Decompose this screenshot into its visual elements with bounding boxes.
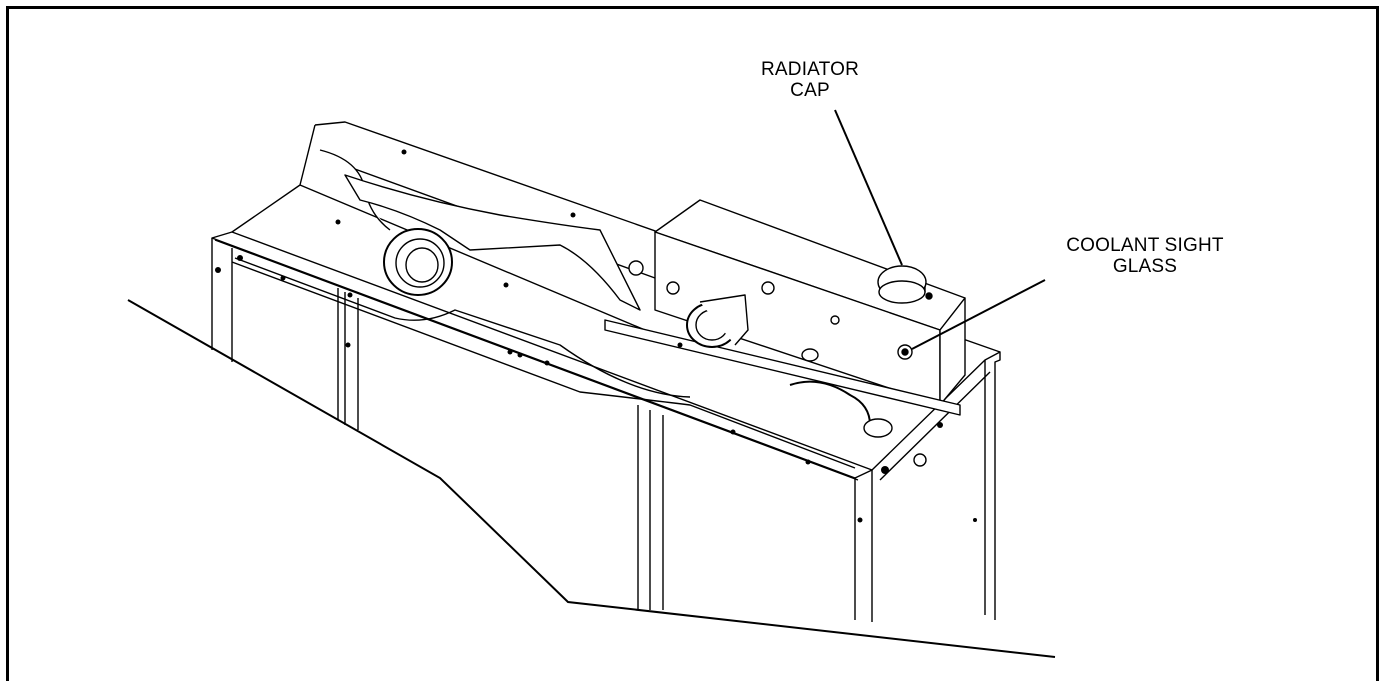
top-surface (231, 124, 316, 233)
figure-border (6, 6, 1379, 681)
right-side-panel (871, 351, 1001, 620)
coolant-sight-glass-label-line2: GLASS (1112, 256, 1178, 277)
radiator-cap-shape (877, 265, 927, 304)
coolant-sight-glass-label-line1: COOLANT SIGHT (1066, 235, 1224, 256)
radiator-cap-label-line1: RADIATOR (760, 59, 860, 80)
radiator-cap-label-line2: CAP (790, 80, 830, 101)
coolant-sight-glass-leader (911, 279, 1046, 350)
radiator-cap-leader (834, 109, 903, 266)
break-line (127, 299, 1056, 658)
tank-bracket (604, 319, 961, 416)
coolant-sight-glass-label: COOLANT SIGHT GLASS (1040, 235, 1250, 277)
radiator-cap-label: RADIATOR CAP (735, 59, 885, 101)
coolant-hose (789, 380, 871, 426)
radiator-assembly (211, 121, 1001, 622)
front-rail (231, 261, 856, 469)
bolt-dots (215, 149, 977, 523)
